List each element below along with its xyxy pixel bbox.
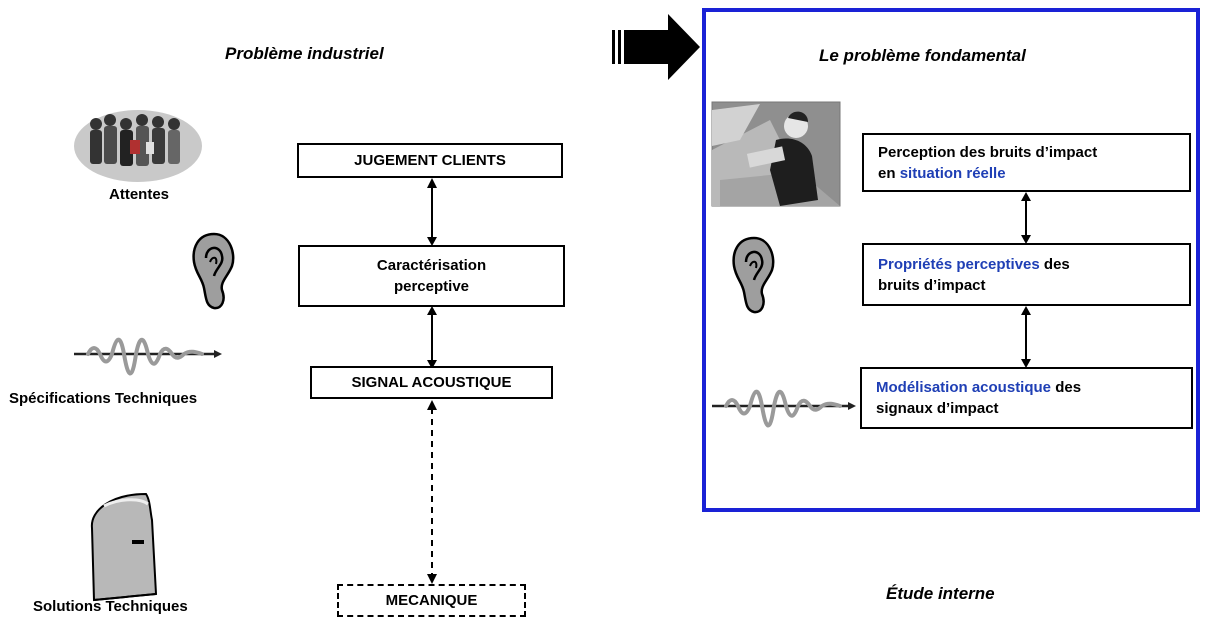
arrow-perceptual-signal — [427, 306, 437, 369]
box3-line1: Modélisation acoustique des — [876, 377, 1081, 398]
arrow-judgment-perceptual — [427, 178, 437, 246]
crowd-icon — [74, 110, 202, 182]
box-perceptual-properties: Propriétés perceptives des bruits d’impa… — [862, 243, 1191, 306]
arrow-signal-mechanics-dashed — [427, 400, 437, 584]
box1-line2-prefix: en — [878, 164, 900, 182]
big-right-arrow-icon — [612, 14, 700, 80]
person-photo-icon — [711, 101, 841, 207]
fundamental-problem-frame — [702, 8, 1200, 512]
ear-icon — [732, 236, 775, 314]
label-technical-specifications: Spécifications Techniques — [9, 390, 198, 407]
box-perception-real-situation: Perception des bruits d’impact en situat… — [862, 133, 1191, 192]
box-perceptual-line1: Caractérisation — [376, 257, 487, 274]
box2-line1-highlight: Propriétés perceptives — [878, 255, 1040, 273]
box-acoustic-signal-text: SIGNAL ACOUSTIQUE — [351, 374, 512, 391]
box1-line2-highlight: situation réelle — [899, 164, 1006, 182]
box3-line1-highlight: Modélisation acoustique — [876, 379, 1052, 396]
box-mechanics: MECANIQUE — [337, 584, 526, 617]
left-title: Problème industriel — [225, 44, 384, 63]
box3-line1-suffix: des — [1051, 379, 1082, 396]
box1-line2: en situation réelle — [878, 163, 1006, 184]
box-customer-judgment-text: JUGEMENT CLIENTS — [354, 152, 506, 169]
waveform-icon — [74, 337, 222, 376]
car-seat-icon — [90, 492, 158, 602]
box2-line1-suffix: des — [1039, 255, 1070, 273]
box-customer-judgment: JUGEMENT CLIENTS — [297, 143, 563, 178]
box-perceptual-line2: perceptive — [393, 278, 470, 295]
waveform-icon — [712, 389, 856, 428]
box-perceptual-characterization: Caractérisation perceptive — [298, 245, 565, 307]
arrow-box2-box3 — [1021, 306, 1031, 368]
arrow-box1-box2 — [1021, 192, 1031, 244]
label-expectations: Attentes — [109, 186, 170, 203]
right-title: Le problème fondamental — [819, 46, 1026, 65]
box-acoustic-modeling: Modélisation acoustique des signaux d’im… — [860, 367, 1193, 429]
ear-icon — [192, 232, 235, 310]
box-acoustic-signal: SIGNAL ACOUSTIQUE — [310, 366, 553, 399]
box3-line2: signaux d’impact — [876, 400, 999, 417]
box2-line2: bruits d’impact — [878, 276, 986, 294]
label-technical-solutions: Solutions Techniques — [33, 598, 188, 615]
box-mechanics-text: MECANIQUE — [385, 592, 478, 609]
box2-line1: Propriétés perceptives des — [878, 254, 1070, 275]
footer-internal-study: Étude interne — [886, 584, 995, 603]
box1-line1: Perception des bruits d’impact — [878, 143, 1098, 161]
